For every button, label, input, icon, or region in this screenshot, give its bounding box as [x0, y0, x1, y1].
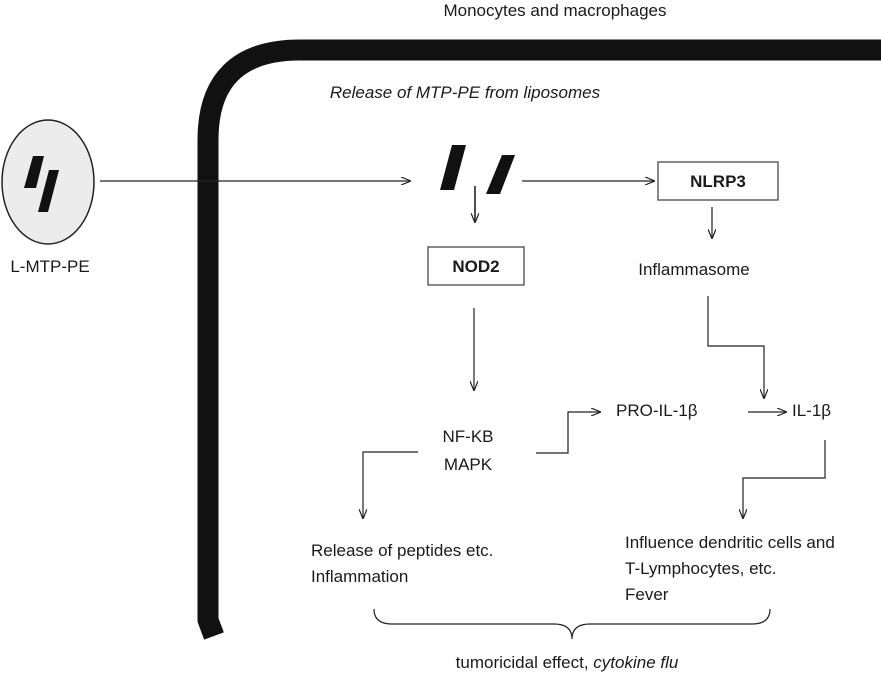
nfkb-label: NF-KB [443, 427, 494, 446]
liposome [1, 119, 95, 245]
liposome-label: L-MTP-PE [10, 257, 89, 276]
cell-membrane [197, 39, 881, 640]
nod2-box [427, 246, 525, 286]
summary-text: tumoricidal effect, cytokine flu [456, 653, 679, 672]
outcome-right-line2: T-Lymphocytes, etc. [625, 559, 776, 578]
mtp-pe-molecule-icon [24, 156, 44, 188]
summary-italic: cytokine flu [593, 653, 679, 672]
nlrp3-box [657, 161, 779, 201]
mtp-pe-molecule-icon [38, 170, 59, 212]
arrow-to-peptide-release [363, 451, 418, 518]
released-mtp-pe-icon [440, 145, 466, 190]
summary-regular: tumoricidal effect, [456, 653, 594, 672]
released-mtp-pe-icon [486, 155, 515, 194]
outcome-right-line1: Influence dendritic cells and [625, 533, 835, 552]
outcome-right-line3: Fever [625, 585, 669, 604]
inflammasome-label: Inflammasome [638, 260, 749, 279]
nod2-label: NOD2 [452, 257, 499, 276]
il1b-label: IL-1β [792, 401, 831, 420]
arrow-to-dendritic-influence [743, 440, 826, 518]
arrow-inflammasome-to-il1b [707, 296, 764, 398]
outcome-left-line1: Release of peptides etc. [311, 541, 493, 560]
arrow-to-pro-il1b [536, 412, 600, 454]
nlrp3-label: NLRP3 [690, 172, 746, 191]
outcome-left-line2: Inflammation [311, 567, 408, 586]
pro-il1b-label: PRO-IL-1β [616, 401, 698, 420]
cell-title: Monocytes and macrophages [443, 1, 666, 20]
summary-brace [373, 608, 771, 640]
release-caption: Release of MTP-PE from liposomes [330, 83, 601, 102]
mapk-label: MAPK [444, 455, 493, 474]
